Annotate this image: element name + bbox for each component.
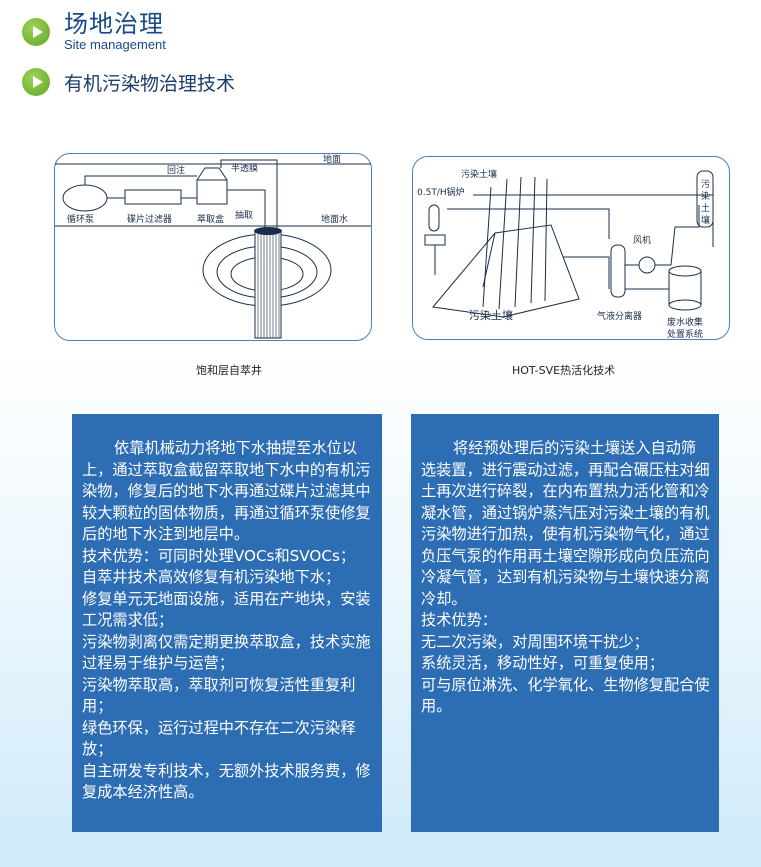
label-tank-3: 土: [701, 202, 710, 214]
panel-left-line: 绿色环保，运行过程中不存在二次污染释放；: [82, 718, 356, 759]
label-tank-1: 污: [701, 178, 710, 190]
label-reinject: 回注: [167, 164, 185, 176]
header-section: 有机污染物治理技术: [22, 68, 235, 96]
diagram-hot-sve: 污染土壤 0.5T/H锅炉 污染土壤 风机 气液分离器 废水收集 处置系统 污 …: [412, 156, 730, 340]
page-subtitle: Site management: [64, 37, 166, 52]
panel-self-extraction: 依靠机械动力将地下水抽提至水位以上，通过萃取盒截留萃取地下水中的有机污染物，修复…: [72, 414, 382, 832]
label-fan: 风机: [633, 234, 651, 246]
panel-left-line: 污染物萃取高，萃取剂可恢复活性重复利用；: [82, 675, 356, 716]
caption-right: HOT-SVE热活化技术: [512, 364, 616, 377]
title-block: 场地治理 Site management: [64, 12, 166, 51]
label-filter: 碟片过滤器: [127, 213, 172, 225]
diagram-left-svg: 地面 回注 半透膜 抽取 循环泵 碟片过滤器 萃取盒 地面水: [55, 154, 371, 339]
label-membrane: 半透膜: [231, 162, 258, 174]
play-icon: [22, 68, 50, 96]
label-tank-2: 染: [701, 190, 710, 202]
diagram-right-svg: 污染土壤 0.5T/H锅炉 污染土壤 风机 气液分离器 废水收集 处置系统 污 …: [417, 168, 714, 339]
panel-hot-sve: 将经预处理后的污染土壤送入自动筛选装置，进行震动过滤，再配合碾压柱对细土再次进行…: [411, 414, 719, 832]
panel-left-line: 自萃井技术高效修复有机污染地下水；: [82, 568, 341, 586]
panel-left-line: 污染物剥离仅需定期更换萃取盒，技术实施过程易于维护与运营；: [82, 632, 371, 673]
panel-left-line: 自主研发专利技术，无额外技术服务费，修复成本经济性高。: [82, 761, 371, 802]
label-ground: 地面: [323, 154, 341, 165]
panel-left-text: 依靠机械动力将地下水抽提至水位以上，通过萃取盒截留萃取地下水中的有机污染物，修复…: [82, 439, 371, 543]
label-water: 地面水: [321, 213, 348, 225]
panel-right-text: 将经预处理后的污染土壤送入自动筛选装置，进行震动过滤，再配合碾压柱对细土再次进行…: [421, 439, 710, 608]
caption-left: 饱和层自萃井: [196, 364, 262, 377]
panel-right-line: 无二次污染，对周围环境干扰少；: [421, 632, 649, 651]
panel-left-paragraph: 依靠机械动力将地下水抽提至水位以上，通过萃取盒截留萃取地下水中的有机污染物，修复…: [82, 438, 374, 546]
section-title: 有机污染物治理技术: [64, 72, 236, 95]
label-pump: 循环泵: [67, 213, 94, 225]
panel-left-line: 技术优势：可同时处理VOCs和SVOCs；: [82, 546, 356, 565]
panel-right-paragraph: 将经预处理后的污染土壤送入自动筛选装置，进行震动过滤，再配合碾压柱对细土再次进行…: [421, 438, 711, 610]
label-boiler: 0.5T/H锅炉: [417, 186, 465, 198]
panel-left-line: 修复单元无地面设施，适用在产地块，安装工况需求低；: [82, 589, 371, 630]
diagram-self-extraction-well: 地面 回注 半透膜 抽取 循环泵 碟片过滤器 萃取盒 地面水: [54, 153, 372, 341]
panel-right-line: 可与原位淋洗、化学氧化、生物修复配合使用。: [421, 675, 710, 716]
label-waste1: 废水收集: [667, 316, 703, 328]
label-waste2: 处置系统: [667, 328, 703, 339]
header-main: 场地治理 Site management: [22, 12, 166, 51]
label-soil-top: 污染土壤: [461, 168, 497, 180]
label-extract: 抽取: [235, 209, 253, 221]
label-separator: 气液分离器: [597, 310, 642, 322]
panel-right-line: 技术优势：: [421, 611, 497, 629]
page-title: 场地治理: [64, 10, 164, 38]
label-tank-4: 壤: [701, 214, 710, 226]
label-box: 萃取盒: [197, 213, 224, 225]
panel-right-line: 系统灵活，移动性好，可重复使用；: [421, 654, 664, 672]
play-icon: [22, 17, 50, 46]
label-soil-main: 污染土壤: [469, 308, 513, 322]
